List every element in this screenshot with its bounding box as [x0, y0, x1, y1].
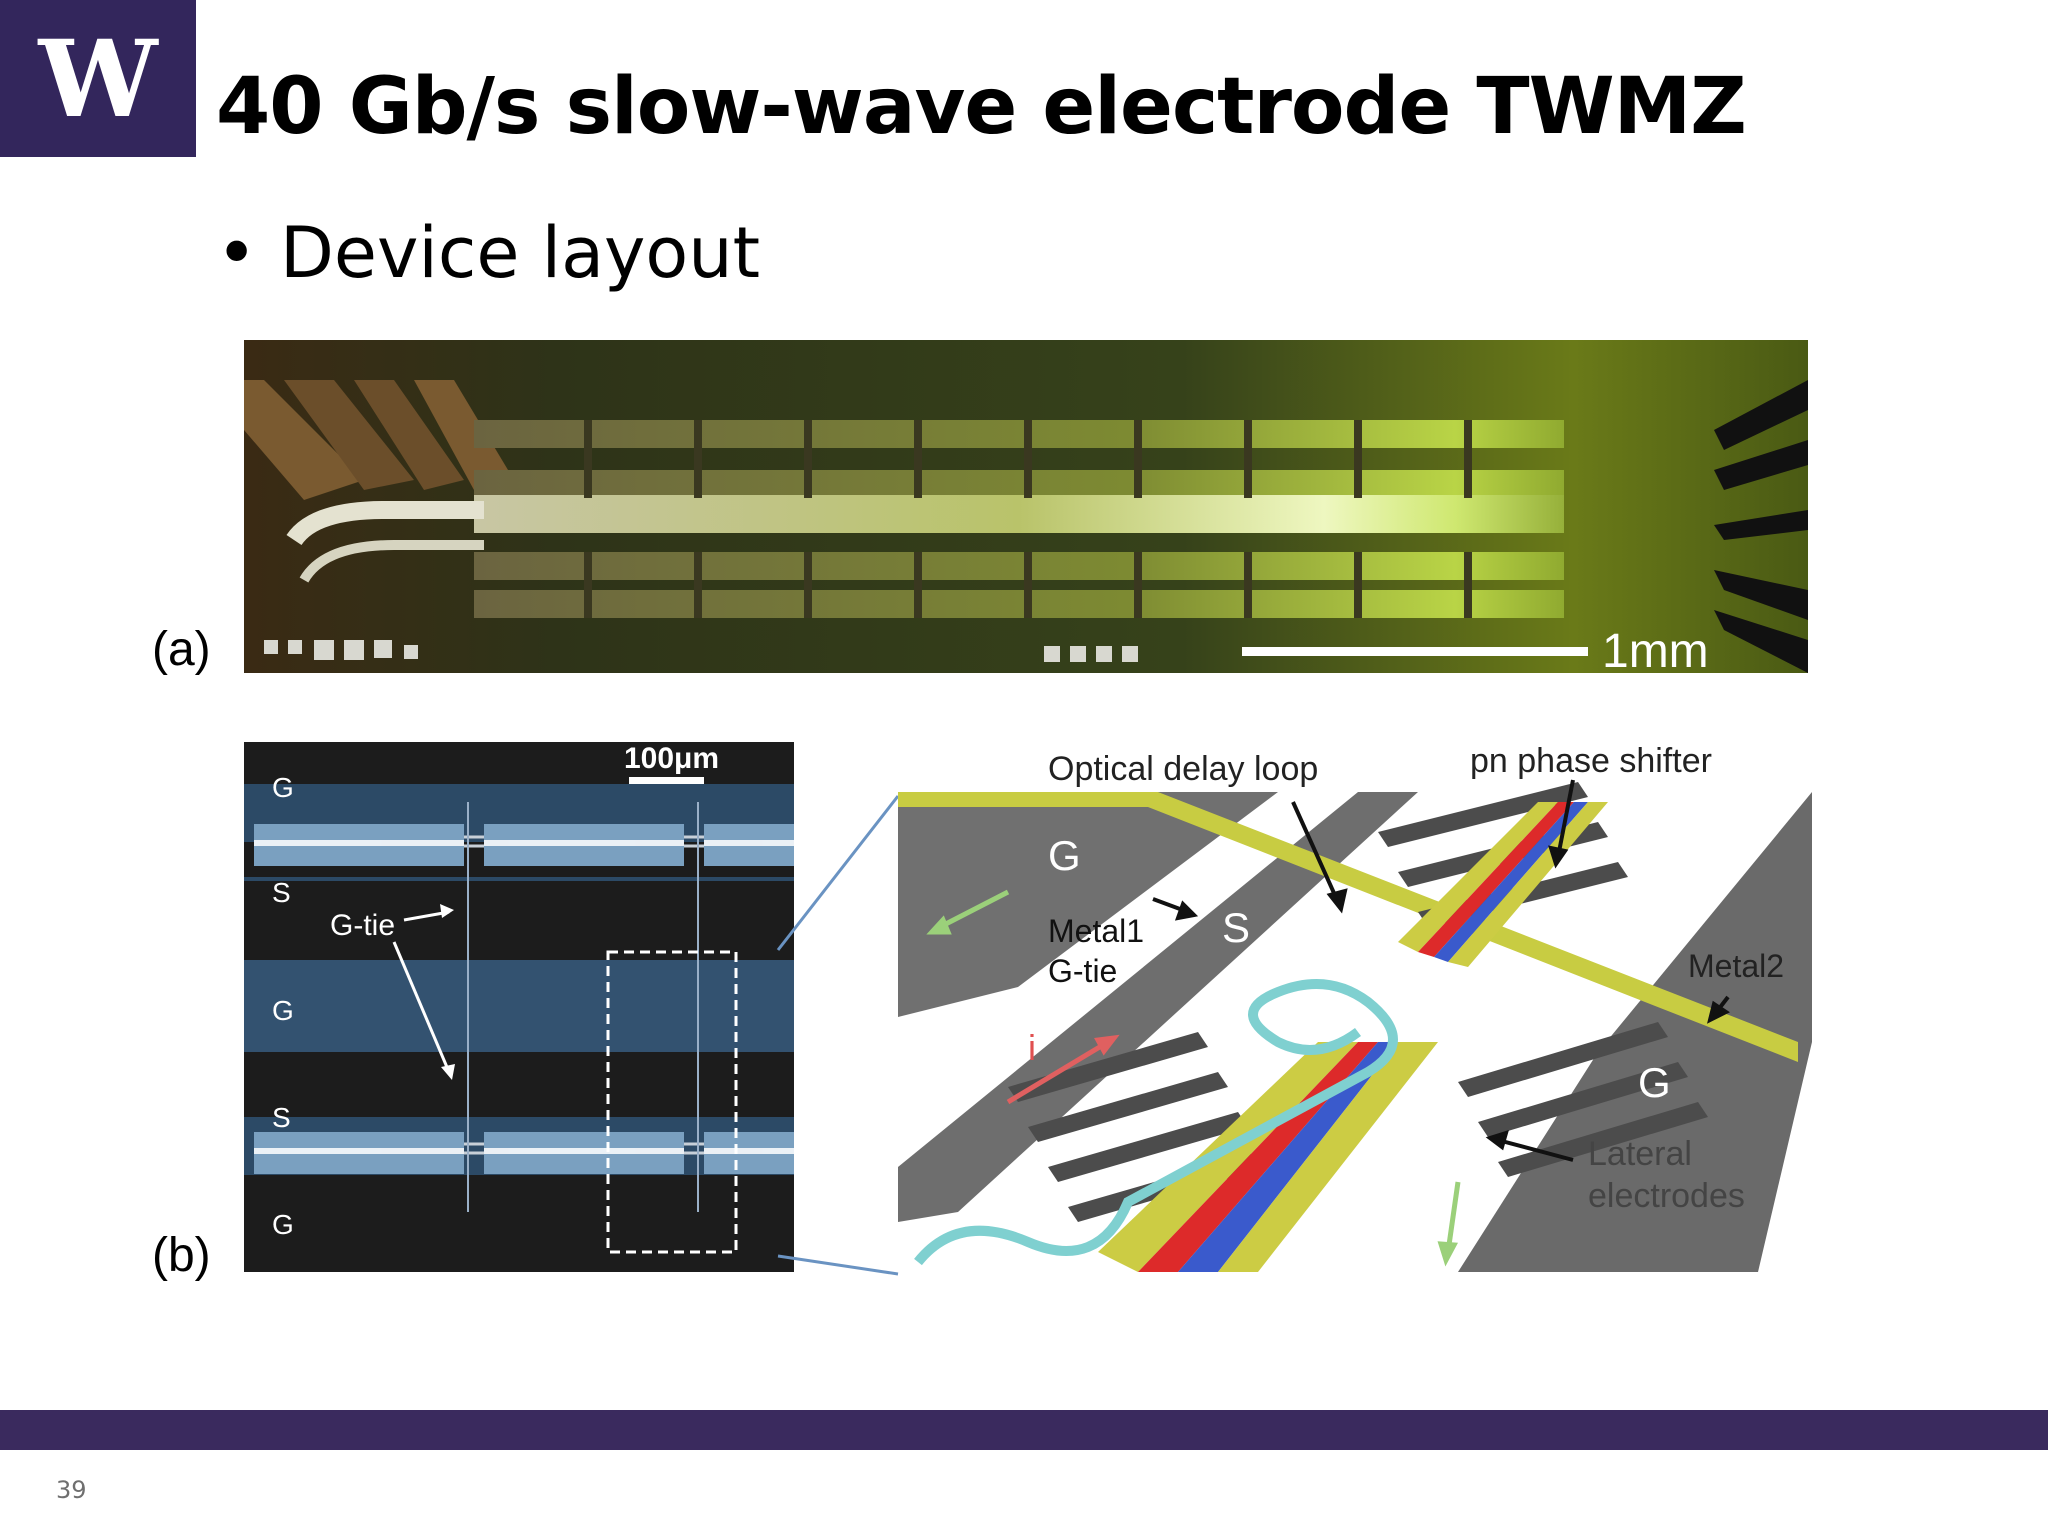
- slide-title: 40 Gb/s slow-wave electrode TWMZ: [216, 62, 1747, 152]
- label-s: S: [1222, 904, 1250, 951]
- electrode-micrograph-b: 100μm G S G S G G-tie: [244, 742, 794, 1272]
- label-pn-phase-shifter: pn phase shifter: [1470, 742, 1712, 780]
- label-metal1-g-tie: G-tie: [1048, 953, 1117, 989]
- electrode-schematic: G S G Optical delay loop pn phase shifte…: [898, 742, 1812, 1272]
- figure-a-label: (a): [152, 623, 211, 676]
- device-micrograph-a: 1mm: [244, 340, 1808, 673]
- label-g-top: G: [1048, 832, 1081, 879]
- label-g-right: G: [1638, 1059, 1671, 1106]
- rail-label: S: [272, 877, 291, 908]
- label-electrodes: electrodes: [1588, 1177, 1745, 1215]
- label-metal1: Metal1: [1048, 913, 1144, 949]
- bullet-item: • Device layout: [216, 212, 760, 294]
- bullet-symbol: •: [216, 212, 258, 294]
- label-optical-delay-loop: Optical delay loop: [1048, 750, 1318, 788]
- label-lateral: Lateral: [1588, 1135, 1692, 1173]
- university-logo: W: [0, 0, 196, 157]
- footer-bar: [0, 1410, 2048, 1450]
- scale-bar-1mm: 1mm: [1602, 625, 1709, 673]
- rail-label: G: [272, 772, 294, 803]
- page-number: 39: [56, 1476, 87, 1504]
- g-tie-label: G-tie: [330, 909, 395, 942]
- figure-b-label: (b): [152, 1229, 211, 1282]
- label-current-i: i: [1028, 1027, 1036, 1068]
- rail-label: S: [272, 1102, 291, 1133]
- logo-letter: W: [38, 15, 158, 141]
- scale-bar-100um: 100μm: [624, 742, 719, 775]
- bullet-text: Device layout: [280, 212, 761, 294]
- label-metal2: Metal2: [1688, 948, 1784, 984]
- rail-label: G: [272, 995, 294, 1026]
- rail-label: G: [272, 1209, 294, 1240]
